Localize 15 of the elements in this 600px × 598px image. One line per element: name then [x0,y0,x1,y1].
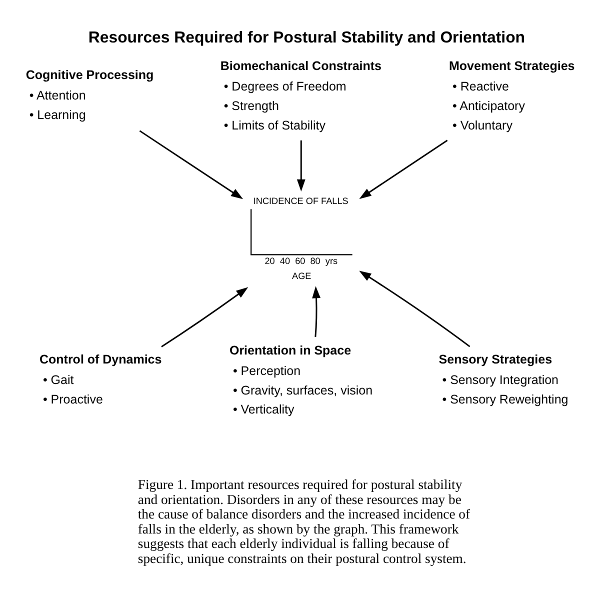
arrow [359,140,448,199]
node-text: Biomechanical Constraints • Degrees of Freedom • Strength • Limits of Stability [220,59,382,132]
node-text: Cognitive Processing • Attention • Learning [26,68,154,122]
caption: Figure 1. Important resources required for postural stability and orientation. Disorders in any of these resources may be the cause of balance disorders and the increased incidence of falls in the elderly, as shown by the graph. This framework suggests that each elderly individual is falling because of specific, unique constraints on their postural control system. [138,477,470,566]
diagram-title: Resources Required for Postural Stability and Orientation [88,30,526,47]
arrow [359,270,470,348]
node-text: Movement Strategies • Reactive • Anticipatory • Voluntary [449,59,575,132]
arrow [139,130,244,200]
arrow [296,140,306,192]
arrow [312,286,321,337]
node-text: Control of Dynamics • Gait • Proactive [39,352,162,406]
node-text: Orientation in Space • Perception • Gravity, surfaces, vision • Verticality [229,344,373,417]
arrow [161,287,248,348]
node-text: INCIDENCE OF FALLS 20 40 60 80 yrs AGE [253,196,348,281]
node-text: Sensory Strategies • Sensory Integration • Sensory Reweighting [438,352,568,406]
